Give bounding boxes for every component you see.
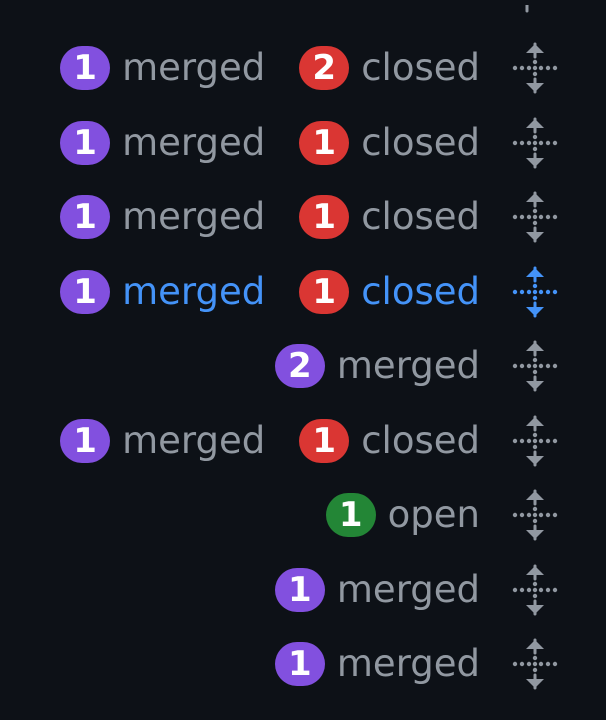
drag-handle[interactable] [510,190,560,244]
list-row[interactable]: 1 merged 1 closed [0,106,606,181]
move-arrows-icon [512,415,558,467]
count-badge: 1 [60,195,111,240]
status-label: merged [336,344,480,388]
status-badges: 1 merged 2 closed [60,46,480,91]
count-badge: 1 [299,195,350,240]
status-group-closed[interactable]: 1 closed [299,195,480,240]
list-row[interactable]: 1 merged 2 closed [0,31,606,106]
move-arrows-icon [512,42,558,94]
count-badge: 1 [325,493,376,538]
status-label: merged [122,46,266,90]
drag-handle[interactable] [510,116,560,170]
status-label: merged [336,567,480,611]
drag-handle[interactable] [510,265,560,319]
status-group-merged[interactable]: 1 merged [60,120,266,165]
list-row[interactable]: 1 merged 1 closed [0,180,606,255]
status-badges: 1 merged [274,567,480,612]
status-badges: 1 merged [274,642,480,687]
status-label: merged [122,418,266,462]
move-arrows-icon [512,117,558,169]
count-badge: 1 [299,418,350,463]
count-badge: 1 [299,120,350,165]
move-arrows-icon [512,638,558,690]
drag-handle[interactable] [510,563,560,617]
count-badge: 2 [299,46,350,91]
status-label: closed [361,120,480,164]
status-label: merged [122,120,266,164]
status-group-merged[interactable]: 1 merged [274,642,480,687]
move-arrows-icon [512,489,558,541]
list-row[interactable]: 2 merged [0,329,606,404]
status-label: closed [361,269,480,313]
previous-row-drag-handle-partial [517,0,537,13]
status-group-closed[interactable]: 1 closed [299,120,480,165]
count-badge: 1 [274,642,325,687]
list-row[interactable]: 1 merged [0,627,606,702]
status-label: merged [122,269,266,313]
drag-handle[interactable] [510,339,560,393]
count-badge: 1 [274,567,325,612]
status-group-merged[interactable]: 1 merged [274,567,480,612]
status-badges: 2 merged [274,344,480,389]
count-badge: 1 [60,269,111,314]
count-badge: 1 [60,120,111,165]
status-label: merged [336,642,480,686]
status-group-closed[interactable]: 2 closed [299,46,480,91]
status-label: closed [361,418,480,462]
move-arrows-icon [512,266,558,318]
count-badge: 1 [60,418,111,463]
status-group-closed[interactable]: 1 closed [299,418,480,463]
status-group-closed[interactable]: 1 closed [299,269,480,314]
drag-handle[interactable] [510,41,560,95]
move-arrows-icon [512,340,558,392]
drag-handle[interactable] [510,414,560,468]
drag-handle[interactable] [510,637,560,691]
move-arrows-icon [512,191,558,243]
status-group-merged[interactable]: 2 merged [274,344,480,389]
count-badge: 2 [274,344,325,389]
status-badges: 1 merged 1 closed [60,195,480,240]
status-badges: 1 merged 1 closed [60,269,480,314]
status-label: open [387,493,480,537]
status-badges: 1 open [325,493,480,538]
status-label: merged [122,195,266,239]
drag-handle[interactable] [510,488,560,542]
status-group-merged[interactable]: 1 merged [60,418,266,463]
list-row[interactable]: 1 open [0,478,606,553]
status-label: closed [361,46,480,90]
count-badge: 1 [60,46,111,91]
pull-request-status-list: 1 merged 2 closed 1 merged 1 closed [0,31,606,702]
status-group-open[interactable]: 1 open [325,493,480,538]
move-arrows-icon [512,564,558,616]
status-badges: 1 merged 1 closed [60,418,480,463]
list-row[interactable]: 1 merged [0,553,606,628]
status-badges: 1 merged 1 closed [60,120,480,165]
list-row[interactable]: 1 merged 1 closed [0,404,606,479]
status-group-merged[interactable]: 1 merged [60,46,266,91]
status-group-merged[interactable]: 1 merged [60,195,266,240]
status-label: closed [361,195,480,239]
count-badge: 1 [299,269,350,314]
status-group-merged[interactable]: 1 merged [60,269,266,314]
list-row[interactable]: 1 merged 1 closed [0,255,606,330]
